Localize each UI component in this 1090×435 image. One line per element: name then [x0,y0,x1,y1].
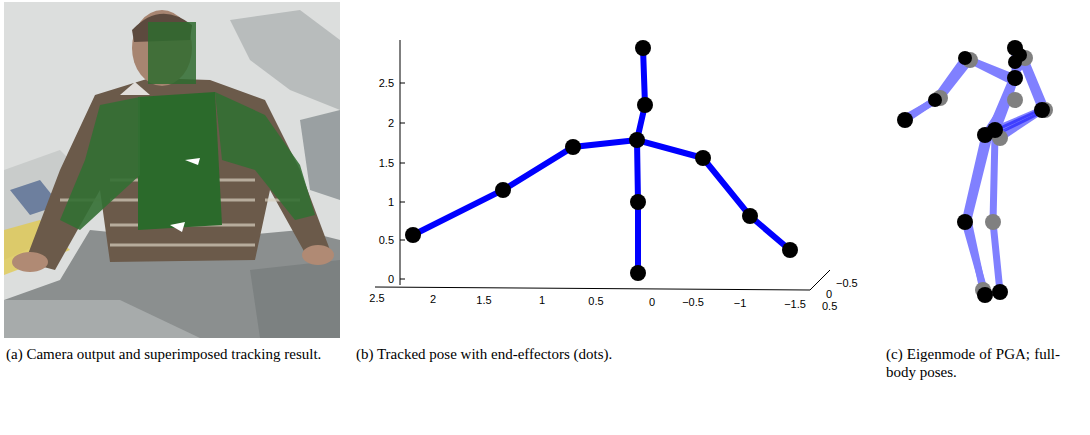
panel-caption: (c) Eigenmode of PGA; full-body poses. [886,345,1060,381]
axis-tick: 0.5 [588,295,603,308]
axis-tick: 0 [388,273,394,286]
axis-tick: −0.5 [682,296,704,309]
axis-tick: 1.5 [379,157,394,170]
axis-tick: −0.5 [836,277,858,290]
axis-tick: 2 [388,117,394,130]
camera-photo [4,2,340,338]
axis-tick: 2.5 [369,292,384,305]
axis-tick: −1.5 [784,298,806,311]
axis-tick: 0.5 [379,234,394,247]
axis-tick: 1 [539,294,545,307]
axis-tick: 1.5 [476,294,491,307]
panel-caption: (a) Camera output and superimposed track… [6,345,340,363]
pga-poses [897,40,1053,303]
axis-tick: 2 [430,293,436,306]
axis-tick: 0 [826,288,832,301]
axis-tick: −1 [734,297,747,310]
axis-tick: 2.5 [379,77,394,90]
plot-axes [375,40,830,290]
axis-tick: 0 [649,296,655,309]
panel-caption: (b) Tracked pose with end-effectors (dot… [356,345,676,363]
tracked-skeleton [405,40,798,281]
axis-tick: 1 [388,196,394,209]
axis-tick: 0.5 [822,300,837,313]
